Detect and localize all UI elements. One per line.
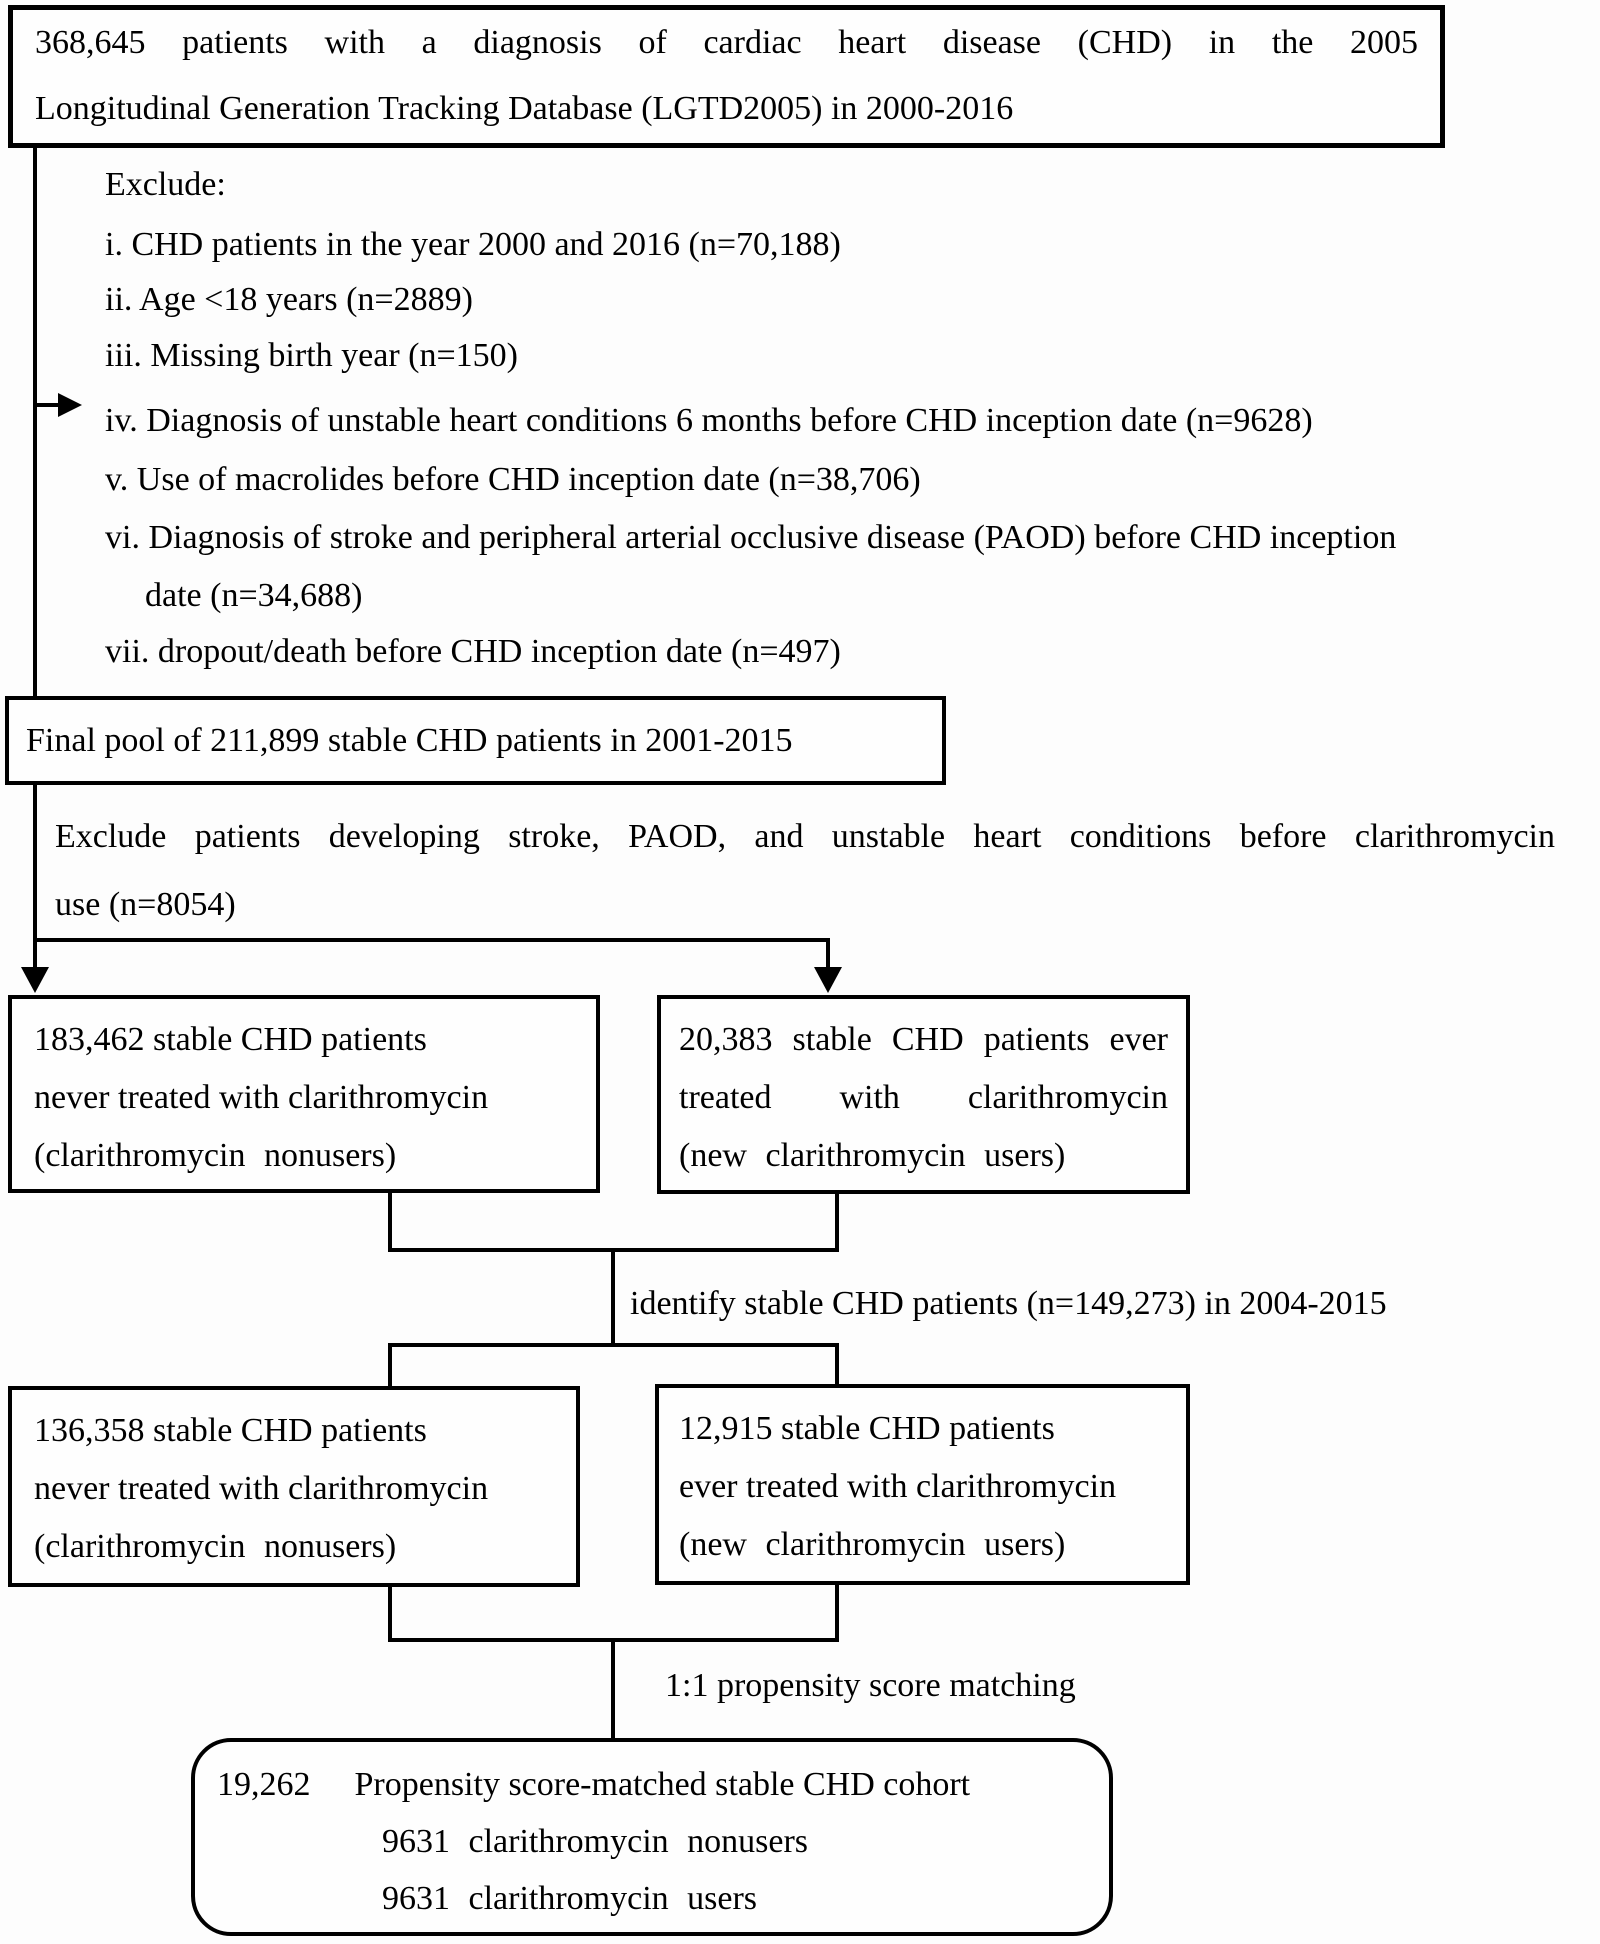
exclusion-item-iv: iv. Diagnosis of unstable heart conditio… <box>105 402 1313 439</box>
connector-row2-left-drop <box>388 1587 392 1642</box>
nonusers-all-line1: 183,462 stable CHD patients <box>34 1021 427 1058</box>
matching-label: 1:1 propensity score matching <box>665 1667 1076 1704</box>
arrowhead-down-icon <box>21 967 49 993</box>
matched-cohort-box: 19,262 Propensity score-matched stable C… <box>191 1738 1113 1936</box>
nonusers-2004-line2: never treated with clarithromycin <box>34 1470 489 1507</box>
exclusions-heading: Exclude: <box>105 166 226 203</box>
connector-split1-left-drop <box>388 1343 392 1388</box>
matched-nonusers-line: 9631 clarithromycin nonusers <box>382 1823 809 1860</box>
connector-branch-right-drop <box>826 938 830 970</box>
connector-split1-right-drop <box>835 1343 839 1386</box>
exclusion-arrow-line <box>35 403 61 407</box>
nonusers-all-line2: never treated with clarithromycin <box>34 1079 489 1116</box>
final-pool-box: Final pool of 211,899 stable CHD patient… <box>5 696 946 785</box>
exclusion-item-i: i. CHD patients in the year 2000 and 201… <box>105 226 841 263</box>
exclusion-item-vii: vii. dropout/death before CHD inception … <box>105 633 841 670</box>
nonusers-all-box: 183,462 stable CHD patients never treate… <box>8 995 600 1193</box>
connector-branch-horizontal <box>33 938 830 942</box>
exclude-after-pool-line2: use (n=8054) <box>55 886 236 923</box>
matched-cohort-title: Propensity score-matched stable CHD coho… <box>354 1766 971 1803</box>
exclude-after-pool-note: Exclude patients developing stroke, PAOD… <box>55 803 1555 939</box>
users-all-box: 20,383 stable CHD patients ever treated … <box>657 995 1190 1194</box>
source-population-box: 368,645 patients with a diagnosis of car… <box>8 5 1445 148</box>
connector-spine-mid <box>33 785 37 970</box>
connector-row1-right-drop <box>835 1194 839 1252</box>
nonusers-all-line3: (clarithromycin nonusers) <box>34 1137 397 1174</box>
exclusion-item-v: v. Use of macrolides before CHD inceptio… <box>105 461 921 498</box>
exclude-after-pool-line1: Exclude patients developing stroke, PAOD… <box>55 818 1555 855</box>
connector-row2-right-drop <box>835 1585 839 1642</box>
source-population-line1: 368,645 patients with a diagnosis of car… <box>35 24 1418 61</box>
users-2004-line1: 12,915 stable CHD patients <box>679 1410 1055 1447</box>
exclusion-item-iii: iii. Missing birth year (n=150) <box>105 337 518 374</box>
matched-cohort-title-row: 19,262 Propensity score-matched stable C… <box>217 1756 1109 1813</box>
nonusers-2004-box: 136,358 stable CHD patients never treate… <box>8 1386 580 1587</box>
exclusion-item-ii: ii. Age <18 years (n=2889) <box>105 281 473 318</box>
connector-merge2-center <box>611 1638 615 1738</box>
connector-row1-left-drop <box>388 1193 392 1252</box>
users-2004-box: 12,915 stable CHD patients ever treated … <box>655 1384 1190 1585</box>
users-all-line3: (new clarithromycin users) <box>679 1137 1066 1174</box>
source-population-line2: Longitudinal Generation Tracking Databas… <box>35 90 1014 127</box>
final-pool-text: Final pool of 211,899 stable CHD patient… <box>26 721 793 759</box>
users-all-line2: treated with clarithromycin <box>679 1079 1168 1116</box>
connector-spine-top <box>33 148 37 696</box>
nonusers-2004-line3: (clarithromycin nonusers) <box>34 1528 397 1565</box>
nonusers-2004-line1: 136,358 stable CHD patients <box>34 1412 427 1449</box>
connector-merge1-center <box>611 1248 615 1347</box>
arrowhead-down-icon <box>814 967 842 993</box>
matched-cohort-count: 19,262 <box>217 1766 311 1803</box>
matched-users-line: 9631 clarithromycin users <box>382 1880 758 1917</box>
arrowhead-right-icon <box>58 393 82 417</box>
users-all-line1: 20,383 stable CHD patients ever <box>679 1021 1168 1058</box>
exclusion-item-vi-cont: date (n=34,688) <box>145 577 363 614</box>
connector-split1-horizontal <box>388 1343 839 1347</box>
exclusion-item-vi: vi. Diagnosis of stroke and peripheral a… <box>105 519 1397 556</box>
identify-label: identify stable CHD patients (n=149,273)… <box>630 1285 1387 1322</box>
users-2004-line3: (new clarithromycin users) <box>679 1526 1066 1563</box>
users-2004-line2: ever treated with clarithromycin <box>679 1468 1117 1505</box>
